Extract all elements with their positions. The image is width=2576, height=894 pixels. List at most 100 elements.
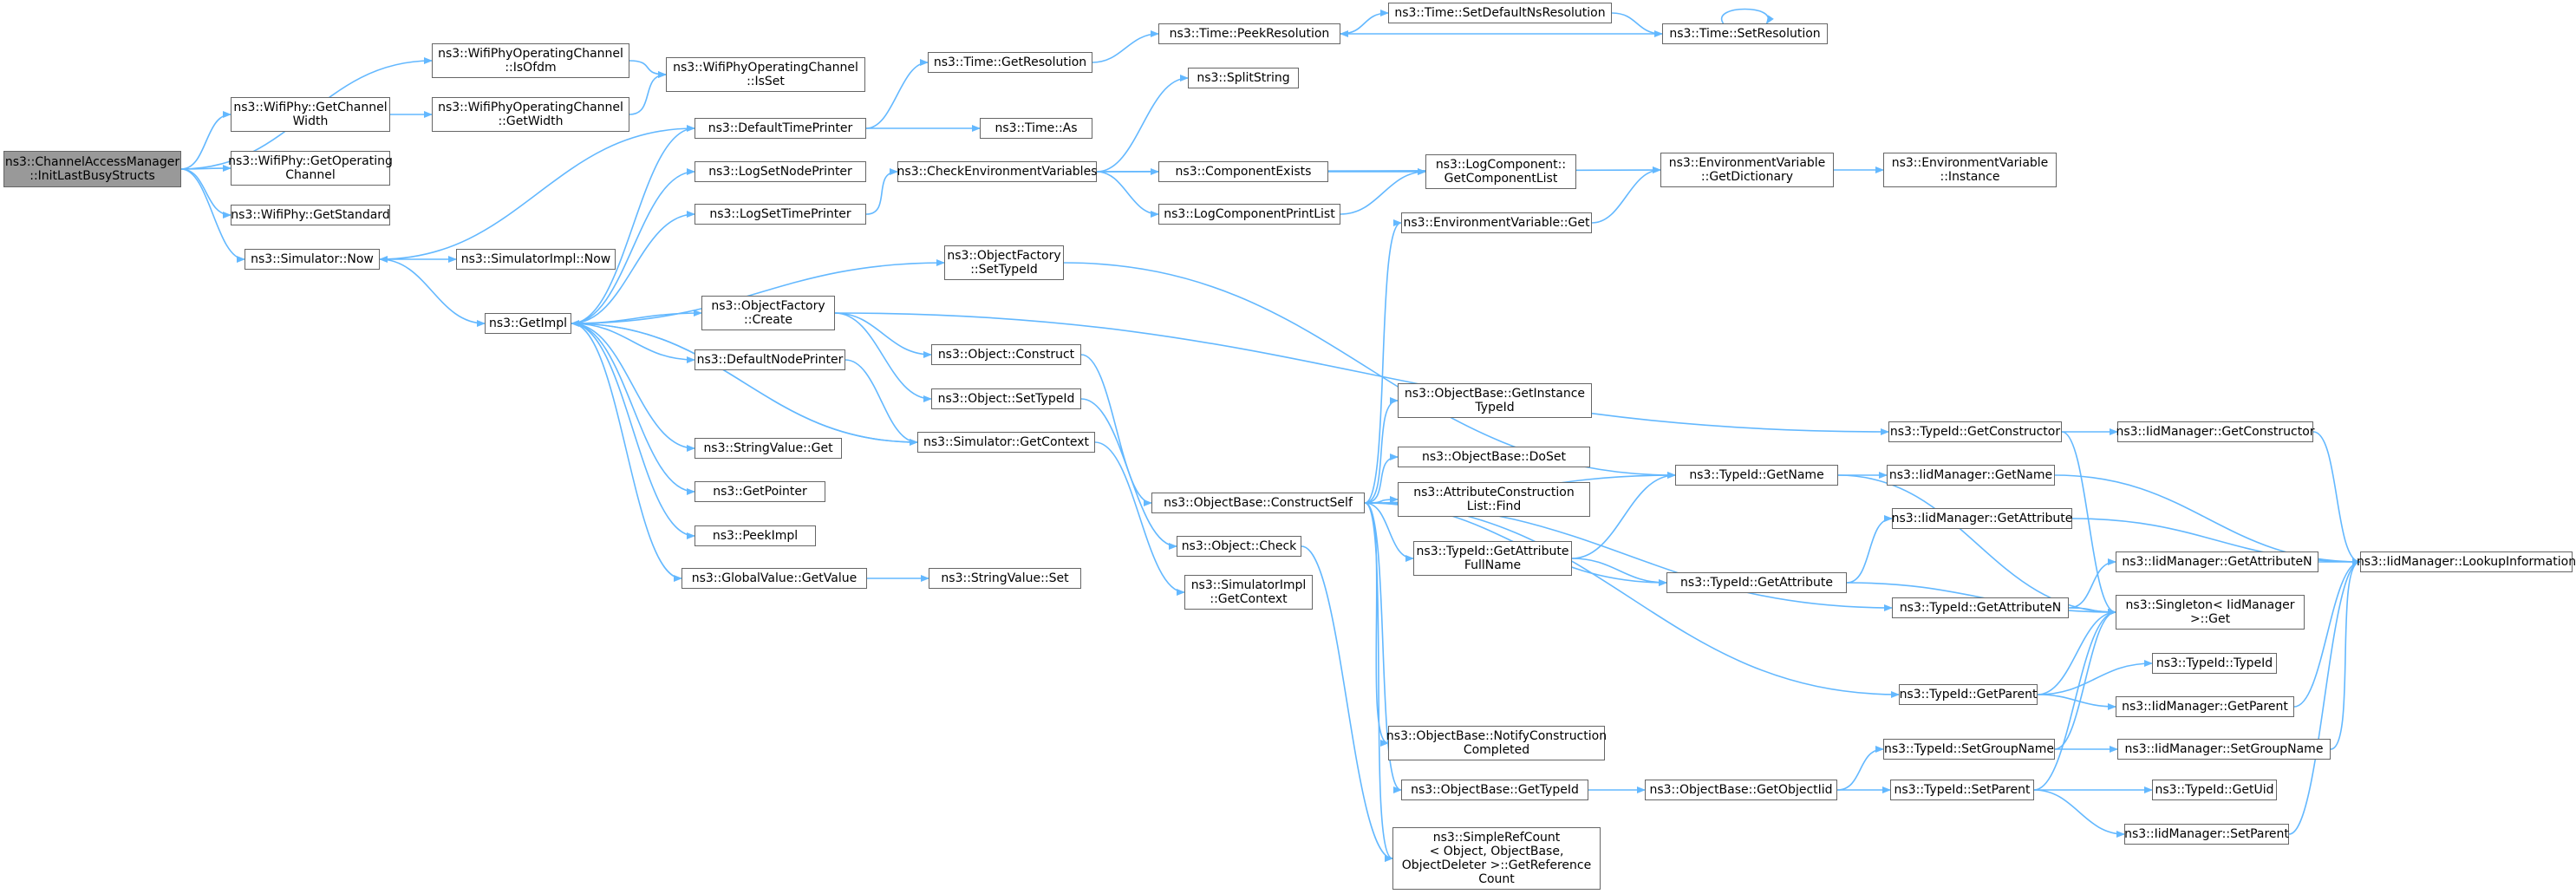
graph-node[interactable]: ns3::Time::PeekResolution xyxy=(1158,23,1340,44)
call-edge xyxy=(2293,558,2361,708)
graph-node[interactable]: ns3::TypeId::GetUid xyxy=(2152,780,2277,800)
call-edge xyxy=(2037,609,2116,695)
graph-node[interactable]: ns3::Object::Check xyxy=(1177,536,1301,557)
call-edge xyxy=(571,323,682,582)
graph-node[interactable]: ns3::WifiPhyOperatingChannel ::IsSet xyxy=(666,57,865,92)
graph-node[interactable]: ns3::PeekImpl xyxy=(695,525,816,546)
graph-node[interactable]: ns3::IidManager::GetAttributeN xyxy=(2116,551,2318,572)
call-edge xyxy=(1571,558,1667,586)
graph-node[interactable]: ns3::TypeId::GetName xyxy=(1675,465,1838,486)
call-edge xyxy=(2054,609,2116,750)
call-edge xyxy=(1364,502,1402,793)
call-edge xyxy=(1080,354,1152,506)
graph-node[interactable]: ns3::StringValue::Get xyxy=(695,438,842,459)
graph-node[interactable]: ns3::GetPointer xyxy=(695,481,825,502)
graph-node[interactable]: ns3::WifiPhy::GetChannel Width xyxy=(231,97,390,132)
graph-node[interactable]: ns3::Simulator::GetContext xyxy=(917,432,1095,453)
graph-node[interactable]: ns3::ObjectBase::GetObjectIid xyxy=(1645,780,1837,800)
graph-node[interactable]: ns3::TypeId::GetAttribute xyxy=(1666,572,1847,593)
graph-node[interactable]: ns3::EnvironmentVariable ::GetDictionary xyxy=(1660,153,1834,187)
graph-node[interactable]: ns3::EnvironmentVariable ::Instance xyxy=(1883,153,2057,187)
call-edge xyxy=(1611,12,1663,37)
graph-node[interactable]: ns3::TypeId::GetConstructor xyxy=(1888,421,2062,442)
graph-node[interactable]: ns3::LogComponent:: GetComponentList xyxy=(1425,154,1576,189)
graph-node[interactable]: ns3::TypeId::SetGroupName xyxy=(1883,739,2055,760)
graph-node[interactable]: ns3::Object::Construct xyxy=(931,344,1081,365)
graph-node[interactable]: ns3::GlobalValue::GetValue xyxy=(681,568,867,589)
call-edge xyxy=(834,312,932,402)
call-edge xyxy=(2033,609,2116,791)
graph-node[interactable]: ns3::ObjectBase::ConstructSelf xyxy=(1151,493,1365,513)
graph-node[interactable]: ns3::TypeId::TypeId xyxy=(2152,653,2277,674)
call-edge xyxy=(1092,30,1159,63)
graph-node[interactable]: ns3::WifiPhy::GetStandard xyxy=(231,205,390,225)
graph-node[interactable]: ns3::IidManager::LookupInformation xyxy=(2357,551,2576,572)
call-edge xyxy=(2037,660,2153,695)
graph-node[interactable]: ns3::ObjectBase::GetTypeId xyxy=(1401,780,1588,800)
call-edge xyxy=(2068,558,2116,609)
graph-node[interactable]: ns3::IidManager::GetName xyxy=(1887,465,2055,486)
graph-node[interactable]: ns3::TypeId::GetAttributeN xyxy=(1892,597,2069,618)
graph-node[interactable]: ns3::IidManager::GetAttribute xyxy=(1892,508,2072,529)
call-edge xyxy=(1364,502,1414,562)
call-edge xyxy=(629,71,667,115)
graph-node[interactable]: ns3::ObjectFactory ::Create xyxy=(701,296,835,330)
graph-node[interactable]: ns3::TypeId::GetParent xyxy=(1899,684,2038,705)
graph-node[interactable]: ns3::ComponentExists xyxy=(1158,161,1328,182)
call-edge xyxy=(1364,454,1399,504)
graph-node[interactable]: ns3::WifiPhy::GetOperating Channel xyxy=(228,151,393,186)
graph-node[interactable]: ns3::Object::SetTypeId xyxy=(931,388,1081,409)
call-edge xyxy=(1364,397,1399,504)
graph-node[interactable]: ns3::LogComponentPrintList xyxy=(1158,204,1340,225)
graph-node[interactable]: ns3::EnvironmentVariable::Get xyxy=(1401,212,1592,233)
graph-node[interactable]: ns3::Time::As xyxy=(980,118,1092,139)
graph-node[interactable]: ns3::CheckEnvironmentVariables xyxy=(897,161,1097,182)
graph-node[interactable]: ns3::LogSetTimePrinter xyxy=(695,204,866,225)
call-edge xyxy=(1340,168,1426,215)
graph-node[interactable]: ns3::ObjectFactory ::SetTypeId xyxy=(944,245,1064,280)
call-edge xyxy=(1094,441,1185,596)
call-edge xyxy=(2033,789,2125,838)
call-edge xyxy=(2054,474,2361,565)
graph-node[interactable]: ns3::AttributeConstruction List::Find xyxy=(1398,482,1590,517)
call-edge xyxy=(2330,558,2361,750)
call-edge xyxy=(180,168,245,263)
call-edge xyxy=(571,259,945,324)
call-edge xyxy=(845,359,918,446)
graph-node[interactable]: ns3::WifiPhyOperatingChannel ::IsOfdm xyxy=(432,43,629,78)
graph-node[interactable]: ns3::SimulatorImpl::Now xyxy=(456,249,616,270)
graph-node[interactable]: ns3::ChannelAccessManager ::InitLastBusy… xyxy=(3,151,181,187)
call-edge xyxy=(1096,75,1189,173)
graph-node[interactable]: ns3::DefaultNodePrinter xyxy=(695,349,845,370)
graph-node[interactable]: ns3::SimpleRefCount < Object, ObjectBase… xyxy=(1392,827,1601,890)
graph-node[interactable]: ns3::LogSetNodePrinter xyxy=(695,161,866,182)
graph-node[interactable]: ns3::SimulatorImpl ::GetContext xyxy=(1184,575,1313,610)
graph-node[interactable]: ns3::ObjectBase::GetInstance TypeId xyxy=(1398,383,1592,418)
call-edge xyxy=(1720,8,1774,24)
graph-node[interactable]: ns3::IidManager::SetGroupName xyxy=(2117,739,2331,760)
graph-node[interactable]: ns3::IidManager::GetParent xyxy=(2116,696,2294,717)
call-edge xyxy=(834,312,932,358)
call-edge xyxy=(1063,262,1676,479)
graph-node[interactable]: ns3::IidManager::GetConstructor xyxy=(2116,421,2315,442)
call-edge xyxy=(1364,502,1900,698)
call-edge xyxy=(379,258,486,327)
call-edge xyxy=(2288,558,2361,835)
graph-node[interactable]: ns3::Simulator::Now xyxy=(245,249,380,270)
graph-node[interactable]: ns3::TypeId::GetAttribute FullName xyxy=(1413,541,1572,576)
graph-node[interactable]: ns3::StringValue::Set xyxy=(929,568,1081,589)
graph-node[interactable]: ns3::SplitString xyxy=(1188,68,1299,88)
call-edge xyxy=(1571,472,1676,559)
graph-node[interactable]: ns3::Time::GetResolution xyxy=(928,52,1092,73)
graph-node[interactable]: ns3::Singleton< IidManager >::Get xyxy=(2116,595,2305,630)
graph-node[interactable]: ns3::Time::SetDefaultNsResolution xyxy=(1388,3,1612,23)
graph-node[interactable]: ns3::TypeId::SetParent xyxy=(1890,780,2034,800)
graph-node[interactable]: ns3::ObjectBase::DoSet xyxy=(1398,447,1590,467)
graph-node[interactable]: ns3::Time::SetResolution xyxy=(1662,23,1828,44)
graph-node[interactable]: ns3::ObjectBase::NotifyConstruction Comp… xyxy=(1386,726,1607,760)
graph-node[interactable]: ns3::IidManager::SetParent xyxy=(2124,824,2289,845)
graph-node[interactable]: ns3::DefaultTimePrinter xyxy=(695,118,866,139)
graph-node[interactable]: ns3::WifiPhyOperatingChannel ::GetWidth xyxy=(432,97,629,132)
graph-node[interactable]: ns3::GetImpl xyxy=(485,313,571,334)
